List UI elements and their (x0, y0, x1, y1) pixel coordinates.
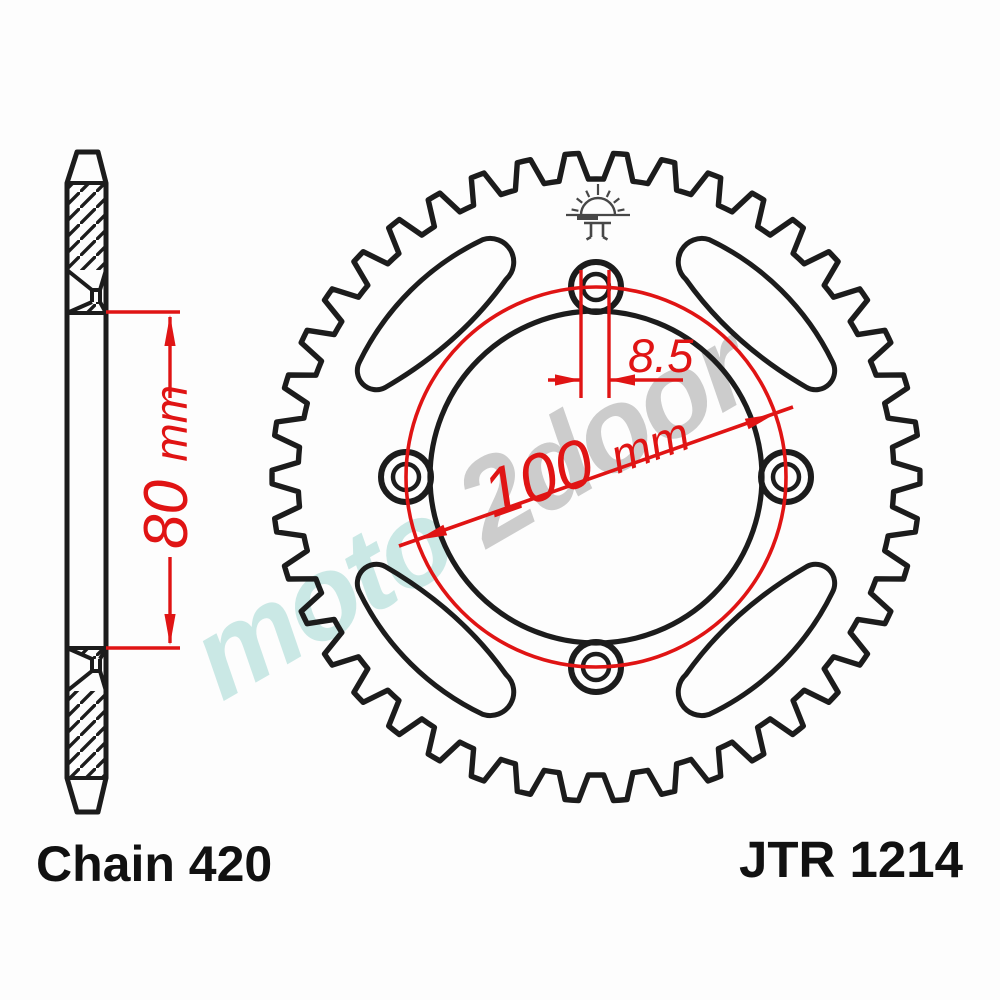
dim-plate-height-label: 80 mm (132, 385, 201, 549)
cutout-sw (354, 561, 517, 719)
part-number-label: JTR 1214 (739, 831, 964, 888)
dim-100-arrow-right (744, 414, 775, 430)
pi-right-foot (602, 235, 609, 241)
sun-ray (605, 190, 611, 198)
sun-ray (617, 208, 625, 212)
sprocket-side-view (64, 149, 109, 815)
side-detail-line (65, 669, 94, 693)
dim-80-arrow-down (164, 614, 176, 645)
dim-85-arrow-right (609, 374, 635, 386)
sun-ray (571, 208, 579, 212)
sun-dome (579, 196, 617, 216)
dim-hole-diameter-label: 8.5 (628, 329, 694, 382)
sun-ray (576, 197, 583, 204)
bolt-circle-red (404, 285, 788, 669)
hardened-teeth-symbol (566, 184, 630, 241)
dim-100-line (398, 405, 794, 548)
side-detail-line (98, 670, 108, 692)
dimension-lines (106, 270, 794, 669)
dim-100-arrow-left (417, 524, 448, 540)
sun-ray (585, 190, 591, 198)
pi-left-foot (585, 235, 592, 241)
side-detail-line (65, 268, 94, 292)
cutout-nw (354, 235, 517, 393)
chain-size-label: Chain 420 (36, 836, 272, 892)
part-labels: Chain 420 JTR 1214 (36, 831, 964, 892)
cutout-se (675, 561, 838, 719)
dim-85-arrow-left (555, 374, 581, 386)
sun-ray (613, 197, 620, 204)
hatch-bottom (67, 691, 106, 778)
dim-80-arrow-up (164, 315, 176, 346)
side-detail-line (98, 269, 108, 291)
teeth-outline (269, 150, 923, 804)
cutout-ne (675, 235, 838, 393)
hatch-top (67, 183, 106, 270)
